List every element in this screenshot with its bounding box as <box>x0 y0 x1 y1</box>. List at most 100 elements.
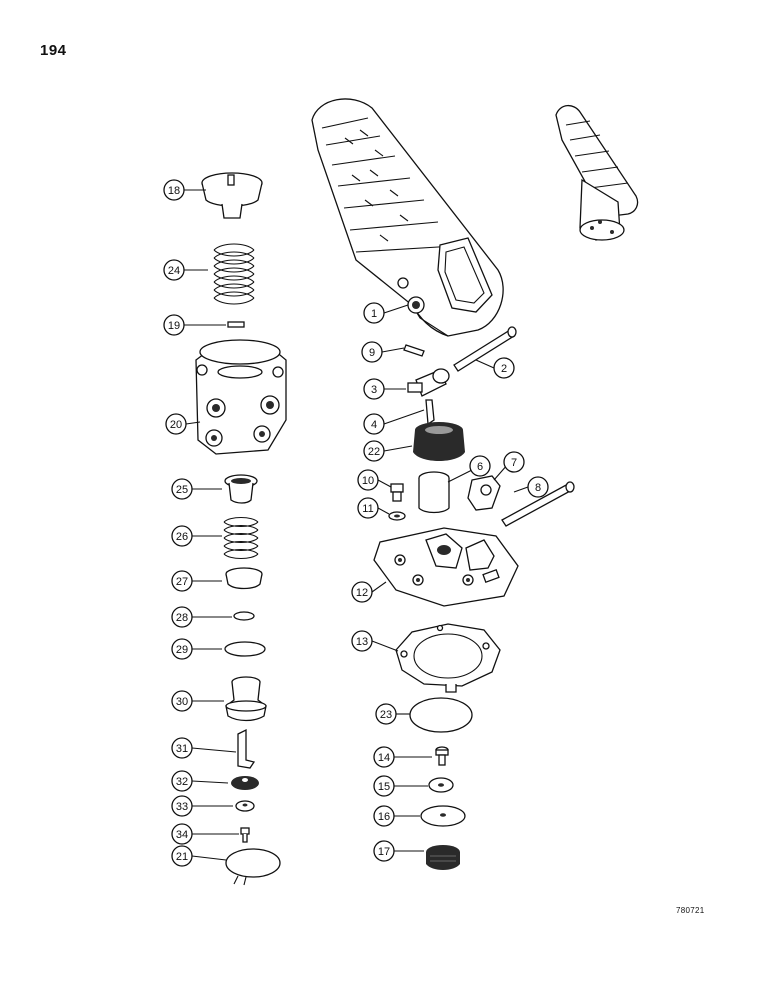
part-28-drawing <box>233 611 255 621</box>
callout-10: 10 <box>357 469 379 491</box>
callout-19: 19 <box>163 314 185 336</box>
callout-30-label: 30 <box>176 696 188 708</box>
part-14-drawing <box>435 746 449 766</box>
callout-21: 21 <box>171 845 193 867</box>
callout-1: 1 <box>363 302 385 324</box>
part-17-drawing <box>426 845 460 870</box>
callout-8-label: 8 <box>535 482 541 494</box>
part-23-drawing <box>409 697 473 733</box>
part-29-drawing <box>224 641 266 657</box>
part-26-drawing <box>223 516 259 560</box>
callout-13: 13 <box>351 630 373 652</box>
callout-29-label: 29 <box>176 644 188 656</box>
callout-34: 34 <box>171 823 193 845</box>
callout-32-label: 32 <box>176 776 188 788</box>
pedal-assembly-inset-drawing <box>555 104 639 241</box>
drawing-id: 780721 <box>676 906 705 915</box>
part-11-drawing <box>388 511 406 521</box>
callout-15-label: 15 <box>378 781 390 793</box>
callout-12-label: 12 <box>356 587 368 599</box>
part-9-drawing <box>403 344 425 357</box>
part-12-drawing <box>373 527 519 607</box>
callout-32: 32 <box>171 770 193 792</box>
part-32-drawing <box>231 776 259 790</box>
callout-14-label: 14 <box>378 752 390 764</box>
callout-29: 29 <box>171 638 193 660</box>
callout-8: 8 <box>527 476 549 498</box>
callout-27-label: 27 <box>176 576 188 588</box>
callout-4-label: 4 <box>371 419 377 431</box>
callout-7: 7 <box>503 451 525 473</box>
callout-25: 25 <box>171 478 193 500</box>
part-33-drawing <box>235 800 255 812</box>
callout-25-label: 25 <box>176 484 188 496</box>
part-30-drawing <box>225 676 267 722</box>
callout-28: 28 <box>171 606 193 628</box>
callout-22: 22 <box>363 440 385 462</box>
brake-pedal-drawing <box>311 98 504 337</box>
callout-20: 20 <box>165 413 187 435</box>
part-19-drawing <box>227 321 245 328</box>
part-8-drawing <box>501 481 575 527</box>
callout-10-label: 10 <box>362 475 374 487</box>
callout-23-label: 23 <box>380 709 392 721</box>
part-27-drawing <box>225 567 263 590</box>
callout-26: 26 <box>171 525 193 547</box>
callout-20-label: 20 <box>170 419 182 431</box>
part-1-drawing <box>407 296 425 314</box>
callout-6: 6 <box>469 455 491 477</box>
callout-17: 17 <box>373 840 395 862</box>
callout-2-label: 2 <box>501 363 507 375</box>
part-6-drawing <box>418 471 450 514</box>
callout-1-label: 1 <box>371 308 377 320</box>
callout-30: 30 <box>171 690 193 712</box>
callout-6-label: 6 <box>477 461 483 473</box>
callout-9-label: 9 <box>369 347 375 359</box>
callout-14: 14 <box>373 746 395 768</box>
callout-11-label: 11 <box>362 503 373 515</box>
callout-22-label: 22 <box>368 446 380 458</box>
callout-24: 24 <box>163 259 185 281</box>
leader-lines <box>184 189 529 861</box>
part-34-drawing <box>240 827 250 843</box>
callout-28-label: 28 <box>176 612 188 624</box>
callout-31: 31 <box>171 737 193 759</box>
callout-16-label: 16 <box>378 811 390 823</box>
callout-3: 3 <box>363 378 385 400</box>
part-15-drawing <box>428 777 454 793</box>
callout-3-label: 3 <box>371 384 377 396</box>
part-2-drawing <box>453 326 517 372</box>
part-16-drawing <box>420 805 466 827</box>
callout-24-label: 24 <box>168 265 180 277</box>
callout-9: 9 <box>361 341 383 363</box>
callout-15: 15 <box>373 775 395 797</box>
part-3-drawing <box>407 368 450 397</box>
callout-26-label: 26 <box>176 531 188 543</box>
part-7-drawing <box>467 475 501 511</box>
callout-18: 18 <box>163 179 185 201</box>
callout-17-label: 17 <box>378 846 390 858</box>
part-21-drawing <box>225 848 281 886</box>
callout-33-label: 33 <box>176 801 188 813</box>
part-20-drawing <box>195 339 287 455</box>
callout-33: 33 <box>171 795 193 817</box>
part-22-drawing <box>413 422 465 461</box>
part-18-drawing <box>201 172 263 219</box>
callout-23: 23 <box>375 703 397 725</box>
part-13-drawing <box>395 623 501 693</box>
part-4-drawing <box>425 399 435 426</box>
callout-11: 11 <box>357 497 379 519</box>
callout-21-label: 21 <box>176 851 188 863</box>
callout-34-label: 34 <box>176 829 188 841</box>
part-10-drawing <box>390 483 404 502</box>
callout-16: 16 <box>373 805 395 827</box>
part-31-drawing <box>237 728 256 769</box>
callout-13-label: 13 <box>356 636 368 648</box>
callout-18-label: 18 <box>168 185 180 197</box>
callout-31-label: 31 <box>176 743 188 755</box>
callout-19-label: 19 <box>168 320 180 332</box>
callout-12: 12 <box>351 581 373 603</box>
part-25-drawing <box>224 474 258 504</box>
callout-2: 2 <box>493 357 515 379</box>
